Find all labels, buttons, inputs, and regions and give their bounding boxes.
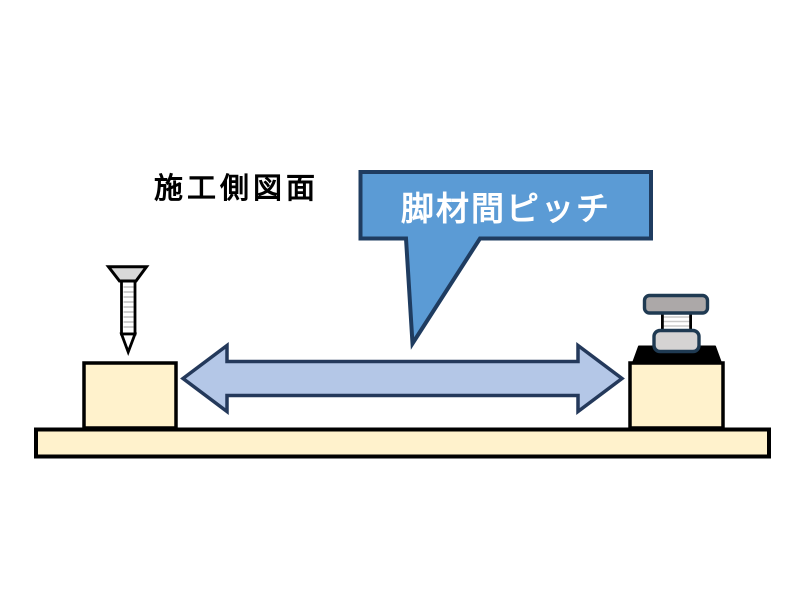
screw-tip bbox=[119, 332, 138, 356]
screw-icon bbox=[105, 265, 150, 356]
dimension-arrow bbox=[180, 342, 625, 415]
callout-bubble bbox=[358, 170, 653, 350]
adjuster-top-bar bbox=[642, 293, 710, 315]
right-leg-block bbox=[628, 361, 725, 430]
diagram-title: 施工側図面 bbox=[154, 173, 320, 205]
callout-label: 脚材間ピッチ bbox=[401, 190, 611, 227]
left-leg-block bbox=[82, 361, 178, 430]
adjuster-foot-icon bbox=[642, 293, 710, 354]
adjuster-base bbox=[652, 328, 701, 354]
screw-head bbox=[105, 265, 150, 283]
base-board bbox=[34, 427, 771, 459]
screw-threads bbox=[123, 286, 134, 328]
